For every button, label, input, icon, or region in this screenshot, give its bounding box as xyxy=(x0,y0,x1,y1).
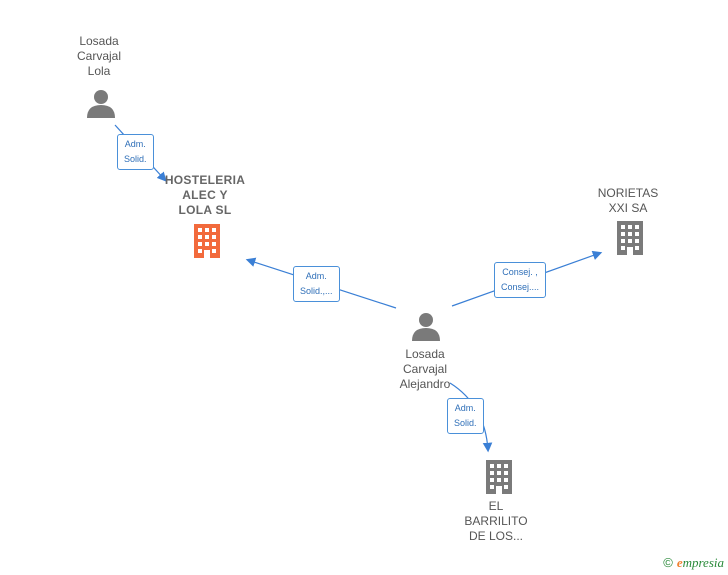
building-icon[interactable] xyxy=(484,460,514,494)
edge-label-consej[interactable]: Consej. , Consej.... xyxy=(494,262,547,298)
node-label: HOSTELERIA ALEC Y LOLA SL xyxy=(164,173,246,217)
person-icon[interactable] xyxy=(411,312,441,342)
person-icon[interactable] xyxy=(86,89,116,119)
empresia-logo: ©empresia xyxy=(663,555,724,571)
node-norietas-xxi-sa[interactable]: NORIETAS XXI SA xyxy=(582,186,674,216)
node-label: Losada Carvajal Alejandro xyxy=(399,347,451,391)
building-icon[interactable] xyxy=(192,224,222,258)
node-hosteleria-alec-y-lola[interactable]: HOSTELERIA ALEC Y LOLA SL xyxy=(155,173,255,218)
node-losada-carvajal-alejandro[interactable]: Losada Carvajal Alejandro xyxy=(380,347,470,392)
brand-initial: e xyxy=(676,555,683,570)
node-label: EL BARRILITO DE LOS... xyxy=(464,499,528,543)
brand-name: mpresia xyxy=(682,555,724,570)
edge-label-adm-solid[interactable]: Adm. Solid.,... xyxy=(293,266,340,302)
node-losada-carvajal-lola[interactable]: Losada Carvajal Lola xyxy=(58,34,140,79)
node-label: NORIETAS XXI SA xyxy=(597,186,659,215)
building-icon[interactable] xyxy=(615,221,645,255)
edge-label-adm-solid[interactable]: Adm. Solid. xyxy=(117,134,154,170)
node-label: Losada Carvajal Lola xyxy=(76,34,121,78)
copyright-symbol: © xyxy=(663,555,673,570)
edge-label-adm-solid[interactable]: Adm. Solid. xyxy=(447,398,484,434)
node-el-barrilito[interactable]: EL BARRILITO DE LOS... xyxy=(450,499,542,544)
